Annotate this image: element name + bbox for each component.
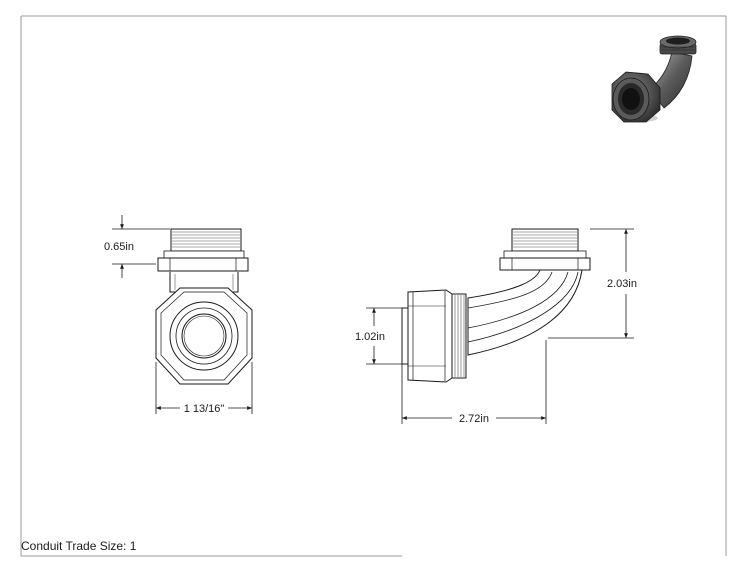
- conduit-trade-size-label: Conduit Trade Size: 1: [21, 539, 137, 553]
- dim-overall-length: 2.72in: [459, 413, 489, 425]
- dim-front-width: 1 13/16": [184, 403, 225, 415]
- dimension-labels: 0.65in 1 13/16" 1.02in 2.03in 2.72in: [104, 241, 637, 425]
- dim-opening-diameter: 1.02in: [355, 331, 385, 343]
- side-view: [401, 228, 591, 383]
- dimension-lines: [112, 215, 634, 424]
- dim-thread-height: 0.65in: [104, 241, 134, 253]
- sheet-border: [20, 15, 727, 557]
- dim-overall-height: 2.03in: [607, 278, 637, 290]
- fitting-3d-render: [611, 35, 697, 123]
- front-view: [155, 228, 253, 385]
